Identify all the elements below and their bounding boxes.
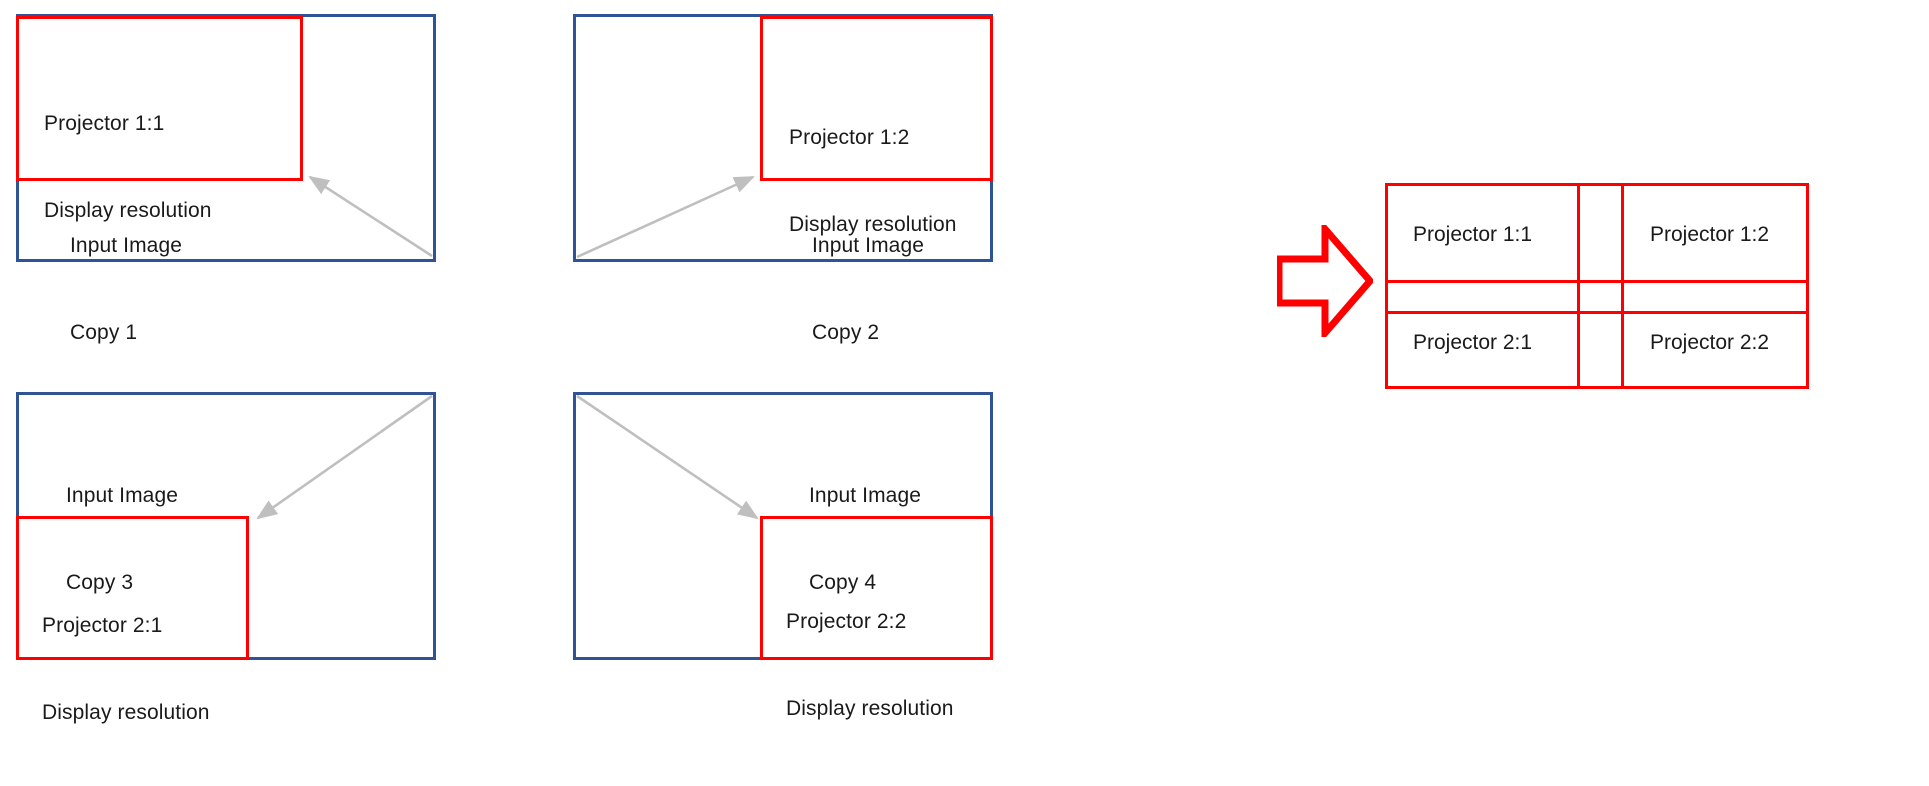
- panel-1-projector-region: [16, 16, 303, 181]
- panel-2-input-label-line1: Input Image: [812, 233, 925, 257]
- panel-4-projector-label: Projector 2:2 Display resolution: [786, 550, 954, 782]
- panel-1: Projector 1:1 Display resolution Input I…: [16, 14, 436, 344]
- composite-cell-2-2-label: Projector 2:2: [1650, 331, 1770, 354]
- panel-4-input-frame: [573, 392, 993, 660]
- panel-3-input-label-line2: Copy 3: [66, 570, 134, 594]
- panel-2: Projector 1:2 Display resolution Input I…: [573, 14, 993, 344]
- panel-4-input-label: Input Image Copy 4: [809, 424, 921, 656]
- panel-1-projector-label-line1: Projector 1:1: [44, 111, 165, 135]
- panel-3: Input Image Copy 3 Projector 2:1 Display…: [16, 392, 436, 724]
- panel-3-projector-label-line1: Projector 2:1: [42, 613, 163, 637]
- composite-overlap-line-right: [1621, 183, 1624, 389]
- panel-4-input-label-line2: Copy 4: [809, 570, 877, 594]
- composite-overlap-line-bottom: [1385, 311, 1809, 314]
- composite-cell-1-1-label: Projector 1:1: [1413, 223, 1533, 246]
- composite-cell-1-2-label: Projector 1:2: [1650, 223, 1770, 246]
- panel-4-projector-label-line1: Projector 2:2: [786, 609, 907, 633]
- panel-3-input-label-line1: Input Image: [66, 483, 179, 507]
- panel-1-input-label: Input Image Copy 1: [70, 174, 182, 406]
- panel-4-projector-region: [760, 516, 993, 660]
- composite-tiled-output: Projector 1:1 Projector 1:2 Projector 2:…: [1385, 183, 1809, 389]
- composite-cell-2-1-label: Projector 2:1: [1413, 331, 1533, 354]
- panel-3-projector-region: [16, 516, 249, 660]
- panel-3-input-label: Input Image Copy 3: [66, 424, 178, 656]
- panel-2-projector-label-line2: Display resolution: [789, 212, 957, 236]
- panel-4: Input Image Copy 4 Projector 2:2 Display…: [573, 392, 993, 720]
- composite-outer-frame: [1385, 183, 1809, 389]
- panel-3-projector-label: Projector 2:1 Display resolution: [42, 554, 210, 786]
- panel-1-input-label-line1: Input Image: [70, 233, 183, 257]
- panel-1-input-label-line2: Copy 1: [70, 320, 138, 344]
- panel-1-projector-label-line2: Display resolution: [44, 198, 212, 222]
- transform-block-arrow-icon: [1277, 225, 1373, 337]
- panel-2-input-label-line2: Copy 2: [812, 320, 880, 344]
- panel-2-projector-label-line1: Projector 1:2: [789, 125, 910, 149]
- panel-4-projector-label-line2: Display resolution: [786, 696, 954, 720]
- panel-2-input-label: Input Image Copy 2: [812, 174, 924, 406]
- panel-2-projector-region: [760, 16, 993, 181]
- panel-2-projector-label: Projector 1:2 Display resolution: [789, 66, 957, 298]
- panel-1-projector-label: Projector 1:1 Display resolution: [44, 52, 212, 284]
- panel-4-input-label-line1: Input Image: [809, 483, 922, 507]
- panel-3-projector-label-line2: Display resolution: [42, 700, 210, 724]
- composite-overlap-line-left: [1577, 183, 1580, 389]
- composite-overlap-line-top: [1385, 280, 1809, 283]
- diagram-canvas: Projector 1:1 Display resolution Input I…: [16, 14, 1809, 724]
